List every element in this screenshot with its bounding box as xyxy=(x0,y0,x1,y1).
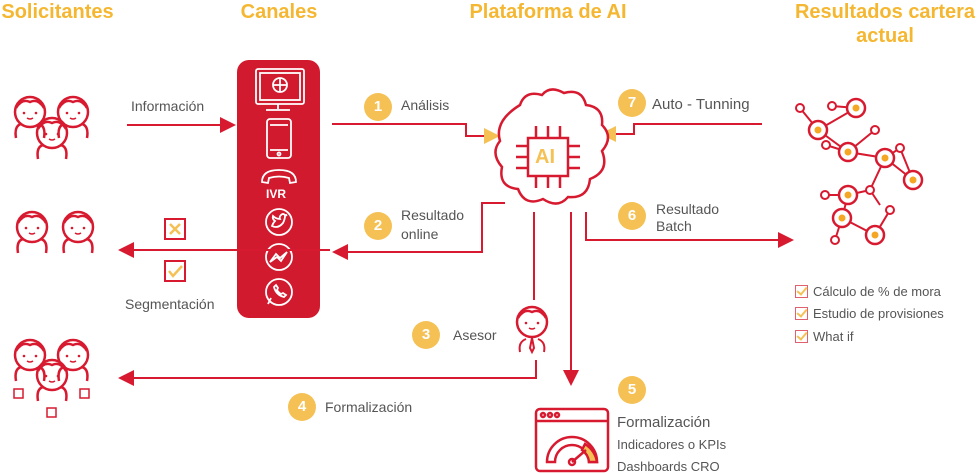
dashboard-gauge-icon xyxy=(534,407,610,473)
step-2-label-line2: online xyxy=(401,226,439,242)
applicants-group-2 xyxy=(17,212,93,253)
header-plataforma: Plataforma de AI xyxy=(469,1,627,23)
twitter-icon xyxy=(265,208,293,236)
web-monitor-icon xyxy=(255,68,305,111)
step-6-label-line1: Resultado xyxy=(656,201,720,217)
checklist-item: Estudio de provisiones xyxy=(795,306,944,322)
step-badge-1: 1 xyxy=(364,93,392,121)
step-badge-2: 2 xyxy=(364,212,392,240)
header-solicitantes: Solicitantes xyxy=(1,1,114,23)
whatsapp-icon xyxy=(265,278,293,306)
step-badge-5: 5 xyxy=(618,376,646,404)
rejected-checkbox-icon xyxy=(164,218,186,240)
checkbox-checked-icon xyxy=(795,285,808,298)
step-badge-4: 4 xyxy=(288,393,316,421)
checkbox-checked-icon xyxy=(795,307,808,320)
step-5-line1: Indicadores o KPIs xyxy=(617,437,727,452)
label-ai: AI xyxy=(535,146,555,168)
arrow-auto-tunning xyxy=(600,123,762,142)
step-5-line2: Dashboards CRO xyxy=(617,459,720,473)
label-segmentacion: Segmentación xyxy=(125,296,215,312)
step-5-title: Formalización xyxy=(617,414,711,431)
checklist-item: Cálculo de % de mora xyxy=(795,284,941,300)
ai-brain-icon xyxy=(494,88,610,205)
step-badge-7: 7 xyxy=(618,89,646,117)
step-6-label-line2: Batch xyxy=(656,218,692,234)
checklist-item-label: Cálculo de % de mora xyxy=(813,284,941,299)
smartphone-icon xyxy=(266,118,292,159)
arrow-analisis xyxy=(332,123,500,144)
step-badge-6: 6 xyxy=(618,202,646,230)
checklist-item-label: Estudio de provisiones xyxy=(813,306,944,321)
step-7-label: Auto - Tunning xyxy=(652,96,750,113)
header-resultados-line2: actual xyxy=(856,25,914,47)
step-1-label: Análisis xyxy=(401,97,450,113)
step-2-label-line1: Resultado xyxy=(401,207,465,223)
telephone-icon xyxy=(261,169,297,185)
step-3-label: Asesor xyxy=(453,327,497,343)
label-informacion: Información xyxy=(131,98,205,114)
step-badge-3: 3 xyxy=(412,321,440,349)
applicants-group-1 xyxy=(15,97,88,159)
label-ivr: IVR xyxy=(266,187,287,201)
arrow-formalizacion xyxy=(118,360,537,386)
channels-panel xyxy=(237,60,320,318)
header-resultados-line1: Resultados cartera xyxy=(794,1,976,23)
arrow-resultado-batch xyxy=(585,212,794,248)
advisor-icon xyxy=(515,305,549,355)
checklist-item-label: What if xyxy=(813,329,854,344)
applicants-group-3 xyxy=(13,340,90,418)
messenger-icon xyxy=(265,243,293,271)
checkbox-checked-icon xyxy=(795,330,808,343)
approved-checkbox-icon xyxy=(164,260,186,282)
checklist-item: What if xyxy=(795,329,853,345)
arrow-resultado-online xyxy=(332,202,505,260)
header-canales: Canales xyxy=(240,1,318,23)
step-4-label: Formalización xyxy=(325,399,413,415)
